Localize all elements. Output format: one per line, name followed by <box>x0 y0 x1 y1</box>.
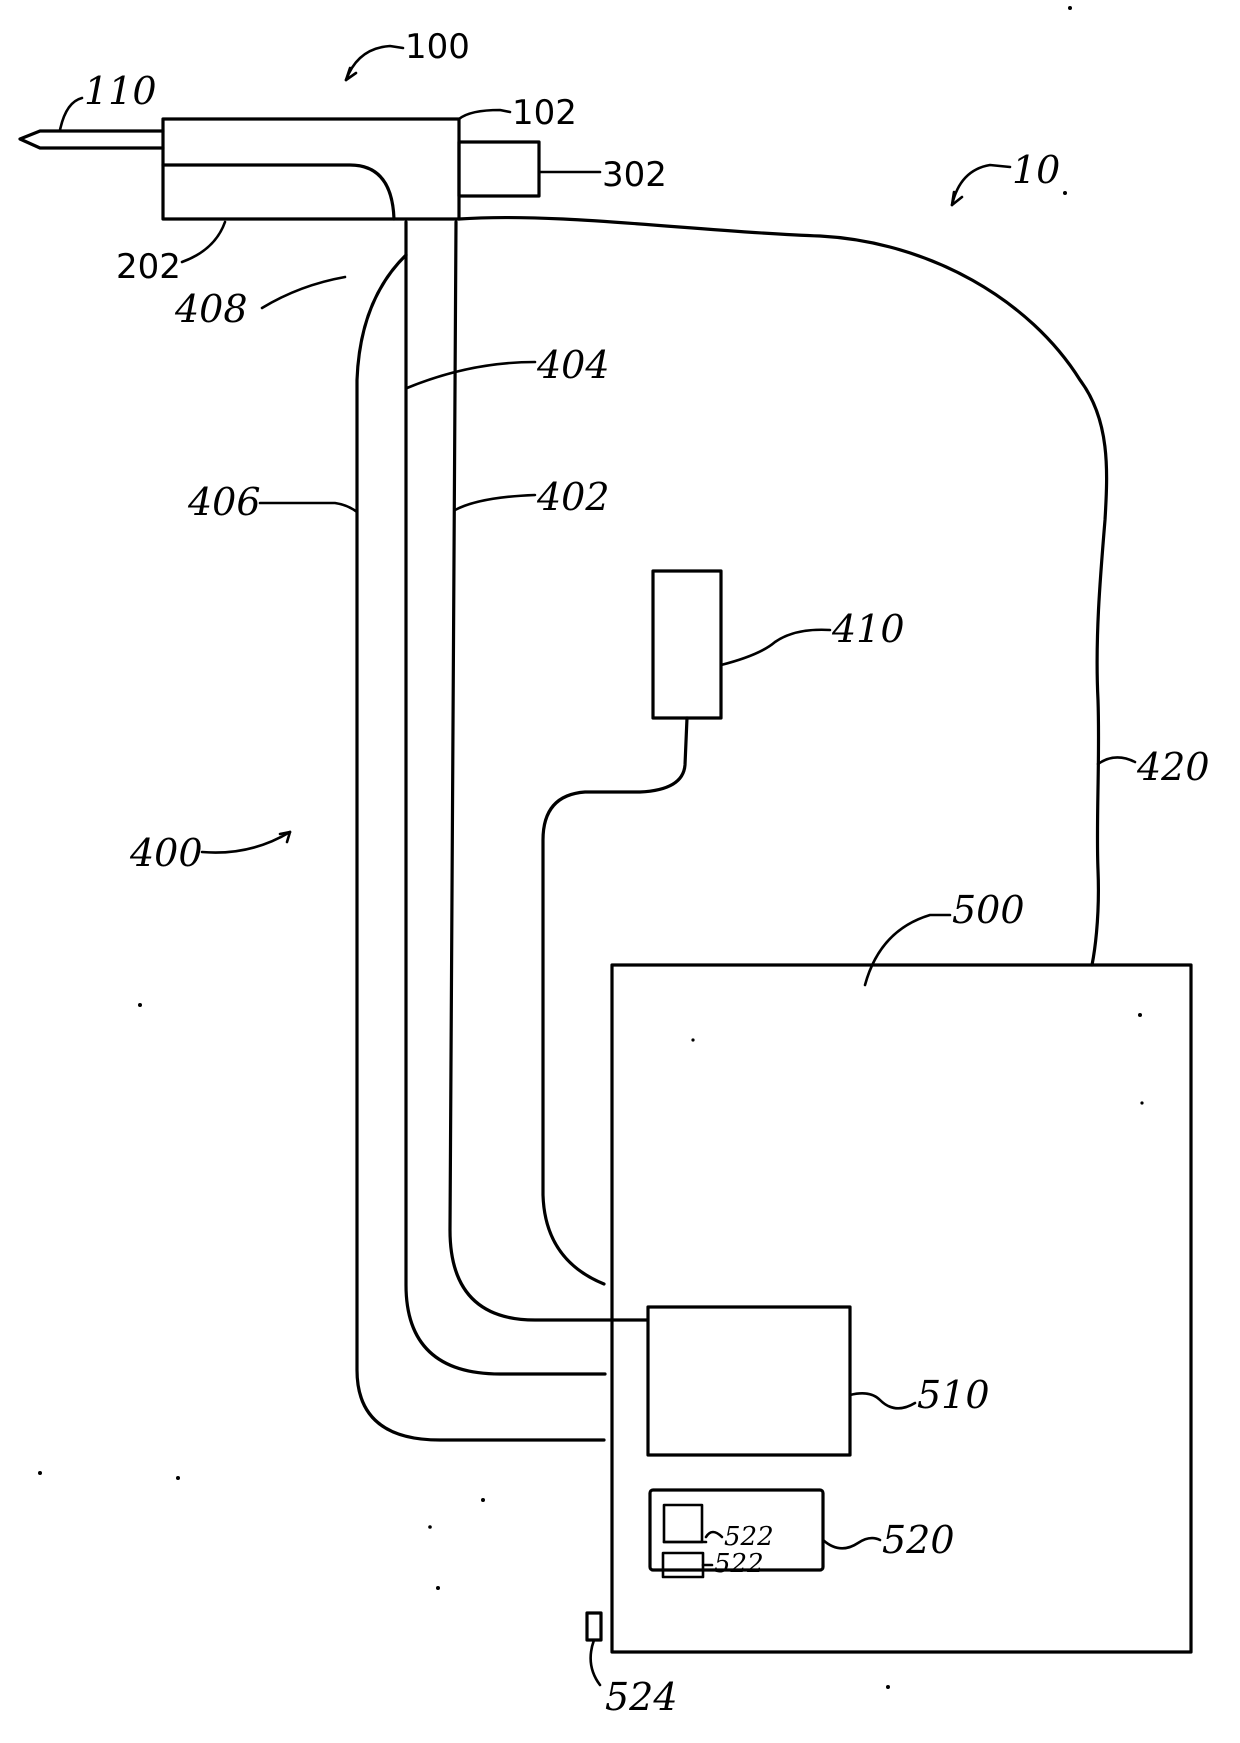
label-400: 400 <box>129 831 203 875</box>
scan-specks <box>38 6 1144 1689</box>
label-520: 520 <box>882 1518 955 1562</box>
leader-410 <box>721 630 830 665</box>
button-upper <box>664 1505 702 1542</box>
leader-520 <box>823 1538 880 1548</box>
label-404: 404 <box>536 343 610 387</box>
label-522-upper: 522 <box>724 1522 774 1552</box>
label-302: 302 <box>602 155 667 195</box>
label-522-lower: 522 <box>714 1549 764 1579</box>
handpiece-channel <box>163 165 394 219</box>
handpiece <box>20 119 539 219</box>
console-module <box>648 1307 850 1455</box>
label-402: 402 <box>536 475 610 519</box>
label-420: 420 <box>1136 745 1210 789</box>
leader-420 <box>1098 757 1135 764</box>
connector <box>587 1613 601 1640</box>
umbilical-tubes <box>357 222 647 1440</box>
needle-tip <box>20 131 163 148</box>
leader-400 <box>202 832 290 853</box>
handpiece-body <box>163 119 459 219</box>
leader-10-arrow <box>952 192 962 205</box>
leader-408 <box>262 277 345 308</box>
leader-102 <box>459 110 510 119</box>
sensor-cable <box>543 718 687 1284</box>
label-102: 102 <box>512 93 577 133</box>
tube-404 <box>406 222 605 1374</box>
reference-labels: 100 10 110 102 302 202 408 404 406 402 4… <box>84 27 1210 1719</box>
label-100: 100 <box>405 27 470 67</box>
leader-404 <box>407 362 535 388</box>
cable-420 <box>459 218 1107 965</box>
label-524: 524 <box>605 1675 678 1719</box>
label-406: 406 <box>187 480 261 524</box>
label-110: 110 <box>84 69 157 113</box>
leader-524 <box>591 1640 600 1685</box>
leader-510 <box>850 1393 915 1408</box>
handpiece-module <box>459 142 539 196</box>
label-500: 500 <box>952 888 1025 932</box>
leader-110 <box>60 98 82 130</box>
leader-202 <box>182 222 225 262</box>
label-408: 408 <box>174 287 248 331</box>
tube-406 <box>357 255 604 1440</box>
sensor-box <box>653 571 721 718</box>
label-202: 202 <box>116 247 181 287</box>
button-lower <box>663 1553 703 1577</box>
label-10: 10 <box>1012 148 1060 192</box>
leader-406 <box>260 503 357 512</box>
leader-522-upper <box>706 1532 722 1537</box>
leader-402 <box>455 495 535 510</box>
label-410: 410 <box>831 607 905 651</box>
leader-500 <box>865 915 950 985</box>
label-510: 510 <box>917 1373 990 1417</box>
